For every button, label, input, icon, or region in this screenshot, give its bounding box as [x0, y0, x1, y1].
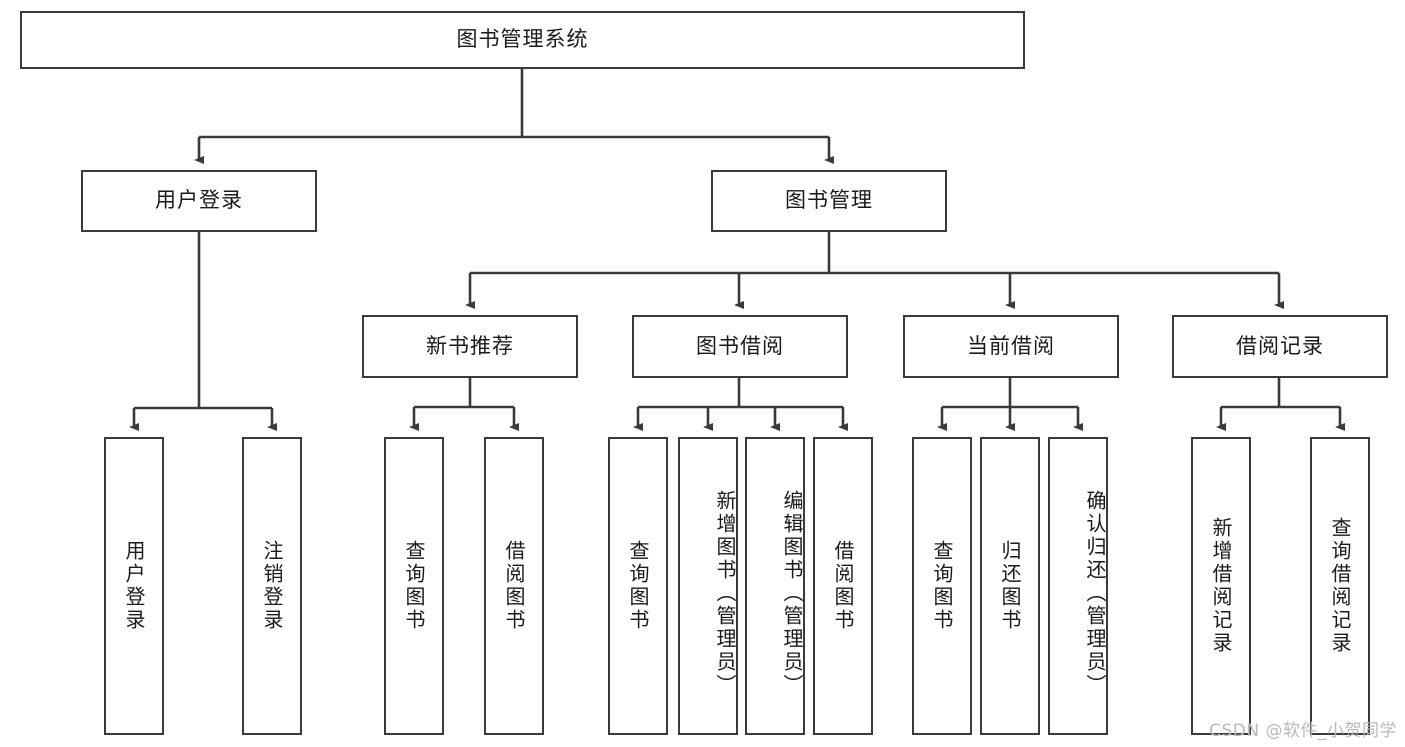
node-current-borrow-label: 当前借阅	[967, 333, 1055, 358]
leaf-current-borrow-return[interactable]: 归还图书	[980, 437, 1040, 735]
watermark: CSDN @软件_小贺同学	[1209, 721, 1397, 741]
leaf-book-borrow-query[interactable]: 查询图书	[608, 437, 668, 735]
leaf-borrow-record-add[interactable]: 新增借阅记录	[1191, 437, 1251, 735]
node-current-borrow[interactable]: 当前借阅	[903, 315, 1119, 378]
leaf-current-borrow-query[interactable]: 查询图书	[912, 437, 972, 735]
leaf-borrow-record-query[interactable]: 查询借阅记录	[1310, 437, 1370, 735]
node-book-management-label: 图书管理	[785, 188, 873, 213]
node-root[interactable]: 图书管理系统	[20, 11, 1025, 69]
leaf-label: 查询图书	[930, 540, 954, 632]
node-book-borrow-label: 图书借阅	[696, 333, 784, 358]
node-book-borrow[interactable]: 图书借阅	[632, 315, 848, 378]
leaf-label: 查询借阅记录	[1328, 517, 1352, 655]
leaf-label: 借阅图书	[502, 540, 526, 632]
leaf-book-borrow-edit[interactable]: 编辑图书（管理员）	[745, 437, 805, 735]
leaf-new-book-borrow[interactable]: 借阅图书	[484, 437, 544, 735]
node-borrow-record[interactable]: 借阅记录	[1172, 315, 1388, 378]
leaf-label: 编辑图书（管理员）	[780, 489, 804, 697]
node-user-login[interactable]: 用户登录	[81, 170, 317, 232]
node-user-login-label: 用户登录	[155, 188, 243, 213]
node-new-book-recommend-label: 新书推荐	[426, 333, 514, 358]
leaf-book-borrow-lend[interactable]: 借阅图书	[813, 437, 873, 735]
leaf-label: 归还图书	[998, 540, 1022, 632]
node-borrow-record-label: 借阅记录	[1236, 333, 1324, 358]
node-root-label: 图书管理系统	[456, 27, 589, 52]
leaf-label: 借阅图书	[831, 540, 855, 632]
leaf-label: 查询图书	[402, 540, 426, 632]
leaf-label: 新增图书（管理员）	[713, 489, 737, 697]
leaf-book-borrow-add[interactable]: 新增图书（管理员）	[678, 437, 738, 735]
leaf-new-book-query[interactable]: 查询图书	[384, 437, 444, 735]
leaf-label: 查询图书	[626, 540, 650, 632]
leaf-user-login-signout[interactable]: 注销登录	[242, 437, 302, 735]
leaf-current-borrow-confirm-return[interactable]: 确认归还（管理员）	[1048, 437, 1108, 735]
leaf-label: 确认归还（管理员）	[1083, 489, 1107, 697]
leaf-label: 新增借阅记录	[1209, 517, 1233, 655]
node-book-management[interactable]: 图书管理	[711, 170, 947, 232]
node-new-book-recommend[interactable]: 新书推荐	[362, 315, 578, 378]
leaf-user-login-signin[interactable]: 用户登录	[104, 437, 164, 735]
leaf-label: 注销登录	[260, 540, 284, 632]
leaf-label: 用户登录	[122, 540, 146, 632]
